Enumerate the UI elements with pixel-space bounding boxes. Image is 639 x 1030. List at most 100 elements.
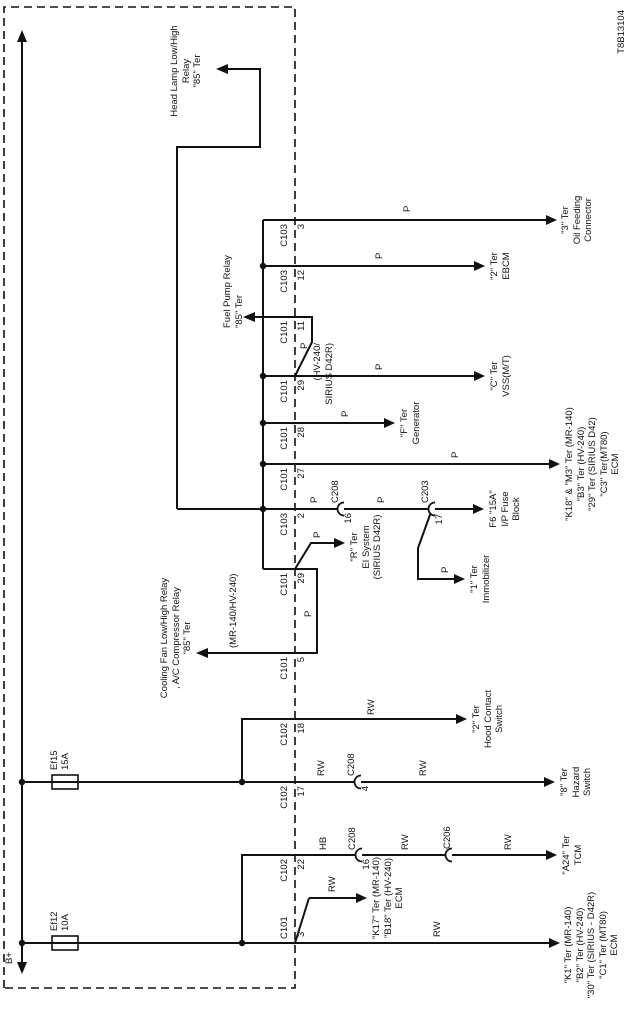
arrow-ecm-k18-icon — [549, 459, 560, 469]
wire-color: P — [299, 342, 310, 349]
junction-dots — [18, 262, 267, 947]
fuse-symbols — [51, 774, 79, 951]
arrow-hazard-icon — [544, 777, 555, 787]
wire-color: P — [374, 363, 385, 370]
wire-color: P — [312, 531, 323, 538]
wire-color: P — [440, 566, 451, 573]
inline-connector-name: C206 — [442, 826, 453, 849]
connector-pin: 3 — [296, 931, 307, 937]
connector-pin: 2 — [296, 513, 307, 519]
wire-color: P — [402, 205, 413, 212]
arrow-fuel-pump-icon — [243, 312, 255, 322]
connector-pin: 5 — [296, 657, 307, 663]
wire-color: RW — [418, 760, 429, 776]
wire-head-lamp-relay — [176, 68, 261, 509]
arrow-oil-icon — [546, 215, 557, 225]
fuel-pump-variant: (HV-240/ SIRIUS D42R) — [312, 343, 335, 405]
wire-color: RW — [327, 876, 338, 892]
fuse-block-dashed-border — [3, 6, 296, 989]
component-label-hazard-switch: "8" Ter Hazard Switch — [559, 766, 593, 798]
connector-name: C101 — [279, 380, 290, 403]
wire-color: RW — [503, 834, 514, 850]
arrow-ebcm-icon — [474, 261, 485, 271]
component-label-oil-feeding: "3" Ter Oil Feeding Connector — [560, 195, 594, 245]
connector-name: C101 — [279, 468, 290, 491]
component-label-fuel-pump-relay: Fuel Pump Relay "85" Ter — [222, 255, 245, 328]
c203-ip-symbol — [427, 501, 436, 517]
component-label-ebcm: "2" Ter EBCM — [489, 252, 512, 280]
wire-color: P — [340, 410, 351, 417]
wire-color: HB — [318, 836, 329, 850]
b-plus-left-arrow-icon — [17, 962, 27, 974]
connector-pin: 28 — [296, 427, 307, 438]
b-plus-label: B+ — [4, 952, 15, 964]
component-label-ecm-k17: "K17" Ter (MR-140) "B18" Ter (HV-240) EC… — [371, 856, 405, 940]
component-label-ecm-k18: "K18" & "M3" Ter (MR-140) "B3" Ter (HV-2… — [564, 407, 621, 521]
cooling-relay-variant: (MR-140/HV-240) — [228, 573, 239, 648]
arrow-cooling-relay-icon — [196, 648, 208, 658]
wire-color: P — [303, 610, 314, 617]
connector-pin: 29 — [296, 573, 307, 584]
arrow-generator-icon — [384, 418, 395, 428]
arrow-tcm-icon — [546, 850, 557, 860]
arrow-ei-icon — [334, 538, 345, 548]
c208-tcm-symbol — [354, 847, 363, 863]
connector-name: C101 — [279, 427, 290, 450]
arrowheads — [17, 30, 560, 974]
wire-fuel-pump-relay — [254, 316, 313, 377]
wiring-svg — [3, 6, 560, 989]
drawing-number: T8B13104 — [616, 10, 627, 54]
wire-hood-contact — [241, 718, 457, 782]
component-label-ei-system: "R" Ter EI System (SIRIUS D42R) — [349, 514, 383, 580]
connector-pin: 22 — [296, 859, 307, 870]
c208-ip-symbol — [336, 501, 345, 517]
connector-name: C102 — [279, 723, 290, 746]
component-label-head-lamp-relay: Head Lamp Low/High Relay "85" Ter — [169, 25, 203, 117]
wiring-diagram-stage: B+ T8B13104 Ef12 10A Ef15 15A C101 3 C10… — [3, 6, 627, 999]
arrow-ecm-main-icon — [549, 938, 560, 948]
inline-connector-name: C208 — [347, 827, 358, 850]
wire-cooling-relay — [207, 568, 318, 654]
connector-pin: 27 — [296, 468, 307, 479]
arrow-ip-fuse-icon — [473, 504, 484, 514]
wire-color: P — [309, 496, 320, 503]
wire-color: P — [450, 451, 461, 458]
wire-color: RW — [366, 699, 377, 715]
inline-connector-pin: 17 — [434, 514, 445, 525]
inline-connector-name: C208 — [330, 480, 341, 503]
connector-name: C101 — [279, 321, 290, 344]
inline-connector-pin: 4 — [360, 786, 371, 792]
inline-connector-name: C208 — [346, 753, 357, 776]
connector-name: C102 — [279, 786, 290, 809]
connector-pin: 18 — [296, 723, 307, 734]
connector-name: C101 — [279, 657, 290, 680]
c206-tcm-symbol — [444, 847, 453, 863]
arrow-ecm-k17-icon — [356, 893, 367, 903]
connector-name: C101 — [279, 573, 290, 596]
component-label-cooling-fan-relay: Cooling Fan Low/High Relay , A/C Compres… — [159, 577, 193, 699]
fuse-ef12-name: Ef12 — [49, 911, 60, 931]
connector-pin: 3 — [296, 224, 307, 230]
connector-name: C103 — [279, 224, 290, 247]
arrow-hood-icon — [456, 714, 467, 724]
connector-pin: 12 — [296, 270, 307, 281]
connector-pin: 29 — [296, 380, 307, 391]
connector-pin: 11 — [296, 321, 307, 331]
wire-ecm-k17-diagonal — [294, 897, 310, 944]
arrow-vss-icon — [474, 371, 485, 381]
fuse-ef12-rating: 10A — [60, 914, 71, 931]
fuse-ef15-rating: 15A — [60, 753, 71, 770]
c208-hazard-symbol — [353, 774, 362, 790]
b-plus-right-arrow-icon — [17, 30, 27, 42]
wire-color: RW — [316, 760, 327, 776]
schematic-page: { "drawing_number": "T8B13104", "power_r… — [3, 6, 627, 999]
component-label-generator: "F" Ter Generator — [399, 401, 422, 445]
arrow-head-lamp-icon — [216, 64, 228, 74]
connector-name: C102 — [279, 859, 290, 882]
connector-name: C101 — [279, 916, 290, 939]
inline-connector-symbols — [336, 501, 453, 863]
connector-name: C103 — [279, 270, 290, 293]
connector-name: C103 — [279, 513, 290, 536]
wire-immobilizer — [417, 511, 455, 580]
arrow-immobilizer-icon — [454, 574, 465, 584]
